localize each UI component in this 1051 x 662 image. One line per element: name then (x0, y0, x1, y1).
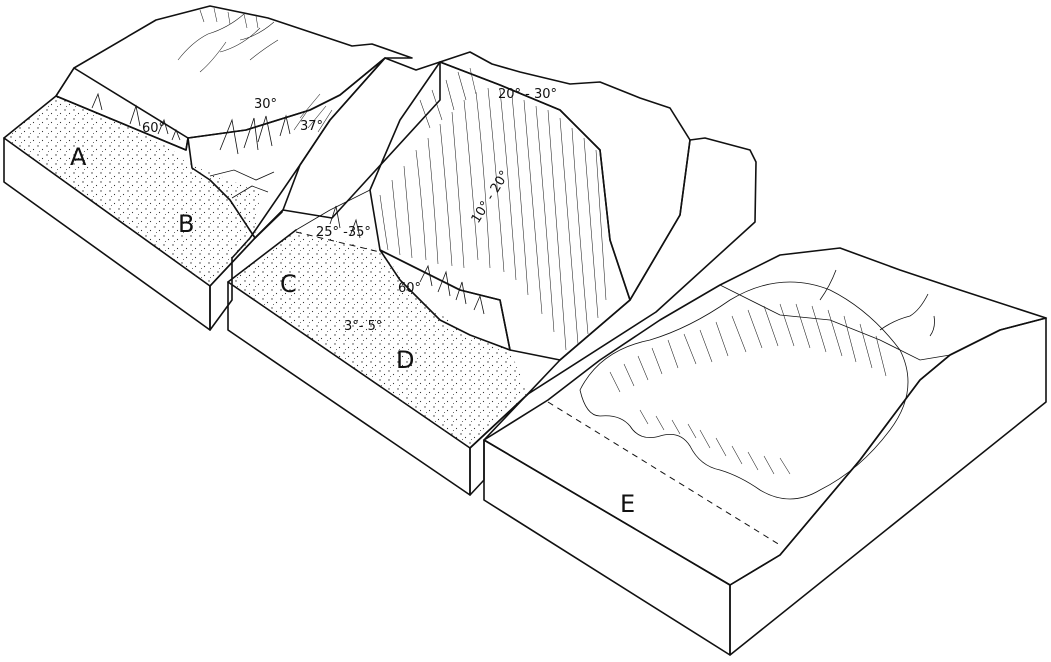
block-e-upland (720, 248, 1046, 360)
angle-b-right: 37° (300, 119, 323, 134)
block-e-lobe-hatching (610, 304, 886, 474)
angle-d-upper: 20° - 30° (498, 87, 557, 102)
block-cd-apron (228, 230, 528, 448)
angle-c-slope: 25° -35° (316, 225, 371, 240)
angle-d-lower: 10° - 20° (469, 168, 513, 226)
block-e-side-face (730, 318, 1046, 655)
block-d-label: D (396, 346, 414, 374)
block-e-label: E (620, 490, 635, 518)
block-c-label: C (280, 270, 297, 298)
block-cd-side-face (470, 138, 756, 495)
block-e-front-face (484, 440, 730, 655)
angle-a-cliff: 60° (142, 121, 165, 136)
block-e-eroded-lobes (580, 282, 908, 499)
angle-d-apron: 3°- 5° (344, 319, 382, 334)
block-cd-plateau (440, 52, 690, 300)
angle-d-cliff: 60° (398, 281, 421, 296)
block-e: E (484, 248, 1046, 655)
block-a-label: A (70, 143, 87, 171)
block-e-dashed-line (548, 402, 780, 545)
block-e-surface (484, 248, 1046, 585)
angle-b-left: 30° (254, 97, 277, 112)
block-b-label: B (178, 210, 194, 238)
